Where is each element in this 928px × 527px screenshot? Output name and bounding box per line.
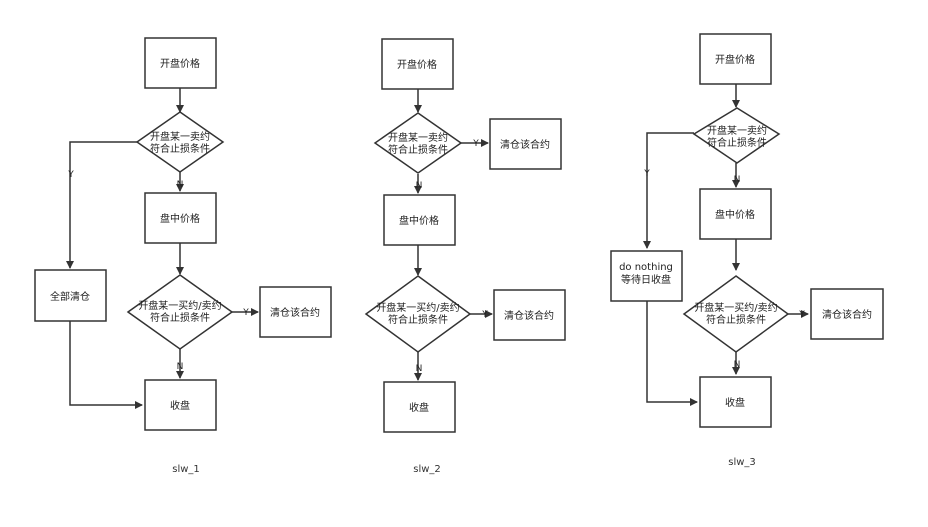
close-text: 收盘 — [170, 399, 190, 412]
yes-label-2: Y — [798, 310, 805, 320]
open-check-diamond — [692, 107, 781, 164]
caption: slw_3 — [728, 457, 756, 468]
clear-contract-text-2: 清仓该合约 — [504, 309, 554, 322]
open-price-box — [699, 33, 772, 85]
mid-check-diamond — [364, 275, 472, 353]
arrow-wait-to-close — [646, 301, 698, 406]
mid-check-line2: 符合止损条件 — [388, 313, 448, 326]
no-label: N — [734, 175, 741, 185]
open-check-line1: 开盘某一卖约 — [388, 131, 448, 144]
close-text: 收盘 — [409, 401, 429, 414]
caption: slw_1 — [172, 464, 200, 475]
no-label: N — [177, 180, 184, 190]
clear-contract-box-1 — [489, 118, 562, 170]
no-label: N — [416, 181, 423, 191]
close-box — [383, 381, 456, 433]
open-price-text: 开盘价格 — [715, 53, 755, 66]
do-nothing-line1: do nothing — [619, 262, 673, 273]
clear-contract-box — [259, 286, 332, 338]
arrow-check-yes — [66, 141, 137, 269]
open-check-diamond — [373, 112, 463, 174]
clear-all-box — [34, 269, 107, 322]
mid-check-line2: 符合止损条件 — [150, 311, 210, 324]
arrow-check-yes — [643, 132, 694, 249]
no-label-2: N — [416, 364, 423, 374]
yes-label: Y — [472, 139, 479, 149]
open-check-diamond — [135, 111, 225, 173]
do-nothing-box — [610, 250, 683, 302]
clear-contract-box — [810, 288, 884, 340]
open-check-line2: 符合止损条件 — [388, 143, 448, 156]
mid-check-line1: 开盘某一买约/卖约 — [694, 301, 777, 314]
open-price-text: 开盘价格 — [160, 57, 200, 70]
mid-price-text: 盘中价格 — [715, 208, 755, 221]
mid-check-diamond — [126, 274, 234, 350]
open-check-line2: 符合止损条件 — [707, 136, 767, 149]
flowchart-slw-2: 开盘价格 开盘某一卖约 符合止损条件 Y N 清仓该合约 盘中价格 开盘某一买约… — [364, 38, 566, 475]
clear-all-text: 全部清仓 — [50, 290, 90, 303]
open-check-line1: 开盘某一卖约 — [150, 130, 210, 143]
clear-contract-text: 清仓该合约 — [822, 308, 872, 321]
close-text: 收盘 — [725, 396, 745, 409]
yes-label: Y — [67, 170, 74, 180]
clear-contract-box-2 — [493, 289, 566, 341]
yes-label-2: Y — [242, 308, 249, 318]
flowchart-slw-1: 开盘价格 开盘某一卖约 符合止损条件 Y N 盘中价格 全部清仓 开盘某一买约/… — [34, 37, 332, 475]
open-price-box — [381, 38, 454, 90]
clear-contract-text: 清仓该合约 — [270, 306, 320, 319]
mid-price-box — [383, 194, 456, 246]
caption: slw_2 — [413, 464, 441, 475]
mid-price-text: 盘中价格 — [399, 214, 439, 227]
arrow-clear-to-close — [69, 321, 143, 409]
no-label-2: N — [177, 362, 184, 372]
mid-check-line1: 开盘某一买约/卖约 — [138, 299, 221, 312]
close-box — [699, 376, 772, 428]
do-nothing-line2: 等待日收盘 — [621, 273, 671, 286]
mid-check-line2: 符合止损条件 — [706, 313, 766, 326]
mid-check-diamond — [682, 275, 790, 353]
mid-check-line1: 开盘某一买约/卖约 — [376, 301, 459, 314]
mid-price-text: 盘中价格 — [160, 212, 200, 225]
yes-label: Y — [643, 169, 650, 179]
open-price-box — [144, 37, 217, 89]
flowchart-slw-3: 开盘价格 开盘某一卖约 符合止损条件 Y N 盘中价格 do nothing 等… — [610, 33, 884, 468]
mid-price-box — [699, 188, 772, 240]
clear-contract-text-1: 清仓该合约 — [500, 138, 550, 151]
open-check-line2: 符合止损条件 — [150, 142, 210, 155]
mid-price-box — [144, 192, 217, 244]
open-price-text: 开盘价格 — [397, 58, 437, 71]
yes-label-2: Y — [481, 310, 488, 320]
open-check-line1: 开盘某一卖约 — [707, 124, 767, 137]
no-label-2: N — [734, 360, 741, 370]
close-box — [144, 379, 217, 431]
